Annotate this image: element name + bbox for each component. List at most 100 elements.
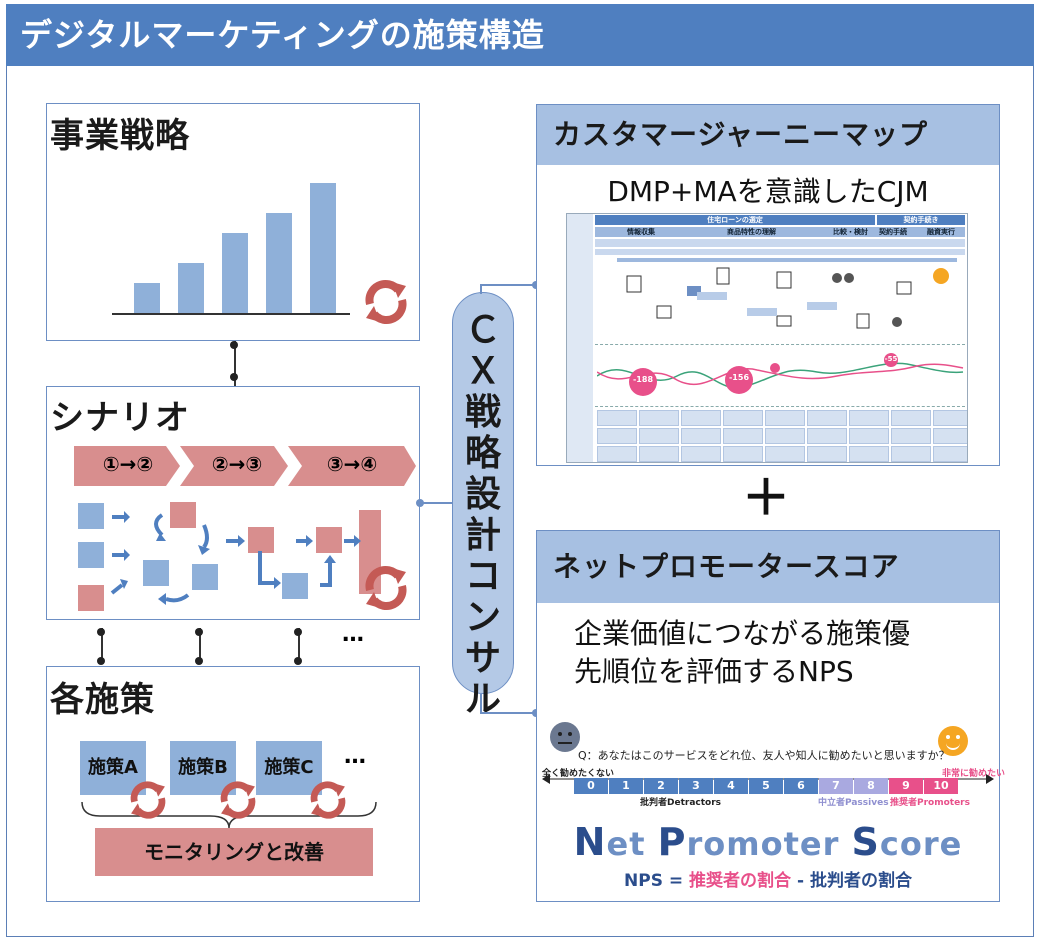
connector-dot — [294, 657, 302, 665]
flow-node — [248, 527, 274, 553]
flow-node — [143, 560, 169, 586]
connector-dot — [230, 341, 238, 349]
cjm-cell — [597, 410, 637, 426]
step-3: ③→④ — [326, 452, 378, 476]
nps-logo-et: et — [606, 825, 658, 863]
cjm-score: -156 — [728, 373, 750, 382]
cjm-cell — [891, 428, 931, 444]
strategy-title: 事業戦略 — [50, 116, 190, 156]
refresh-icon — [365, 280, 407, 324]
connector-line — [101, 628, 103, 664]
scenario-steps — [74, 446, 416, 486]
flow-node — [316, 527, 342, 553]
nps-logo-p: P — [657, 820, 687, 864]
connector-line — [199, 628, 201, 664]
connector-dot — [230, 373, 238, 381]
strategy-bar — [178, 263, 204, 313]
cjm-cell — [639, 428, 679, 444]
nps-scale-cell: 1 — [609, 778, 643, 794]
cjm-phase: 契約手続 — [879, 228, 907, 236]
cx-char: ン — [464, 597, 501, 638]
refresh-icon — [310, 781, 346, 819]
detractors-label: 批判者Detractors — [640, 798, 722, 808]
refresh-icon — [130, 781, 166, 819]
cjm-phase: 情報収集 — [627, 228, 655, 236]
plus-sign: ＋ — [741, 470, 790, 526]
nps-high-label: 非常に勧めたい — [942, 769, 1006, 779]
cjm-cell — [597, 428, 637, 444]
cx-char: サ — [464, 638, 501, 679]
cx-char: 戦 — [464, 392, 501, 433]
cjm-phase: 比較・検討 — [833, 228, 868, 236]
flow-node — [78, 503, 104, 529]
connector-dot — [97, 628, 105, 636]
cjm-cell — [681, 410, 721, 426]
cx-char: コ — [464, 556, 501, 597]
nps-logo-romoter: romoter — [686, 825, 852, 863]
flow-arrows — [110, 511, 361, 605]
formula-promoters: 推奨者の割合 — [689, 871, 792, 891]
nps-logo-s: S — [851, 820, 880, 864]
cjm-cell — [849, 410, 889, 426]
cjm-cell — [849, 446, 889, 462]
cjm-cell — [765, 428, 805, 444]
cx-char: Ｃ — [464, 310, 501, 351]
cjm-cell — [891, 410, 931, 426]
nps-formula: NPS = 推奨者の割合 - 批判者の割合 — [536, 866, 1000, 891]
cjm-cell — [681, 446, 721, 462]
cjm-cell — [807, 446, 847, 462]
nps-scale-cell: 0 — [574, 778, 608, 794]
cjm-header-right: 契約手続き — [877, 215, 965, 225]
ellipsis: … — [342, 622, 364, 647]
cjm-phase: 商品特性の理解 — [727, 228, 776, 236]
nps-question: Q：あなたはこのサービスをどれ位、友人や知人に勧めたいと思いますか？ — [578, 749, 950, 762]
promoters-label: 推奨者Promoters — [890, 798, 970, 808]
smile-face-icon — [938, 726, 968, 756]
nps-scale-cell: 7 — [819, 778, 853, 794]
nps-scale-cell: 5 — [749, 778, 783, 794]
cjm-cell — [933, 446, 967, 462]
connector-line — [480, 694, 482, 714]
cjm-cell — [765, 446, 805, 462]
cjm-touchpoints — [626, 267, 949, 329]
page-title: デジタルマーケティングの施策構造 — [6, 4, 1034, 66]
passives-label: 中立者Passives — [818, 798, 889, 808]
cx-char: 設 — [464, 474, 501, 515]
connector-dot — [195, 628, 203, 636]
cjm-cell — [639, 446, 679, 462]
connector-line — [480, 284, 536, 286]
strategy-bar — [266, 213, 292, 313]
cjm-cell — [933, 428, 967, 444]
connector-line — [298, 628, 300, 664]
measure-b: 施策B — [170, 741, 236, 795]
refresh-icon — [365, 566, 407, 610]
cjm-subtitle: DMP+MAを意識したCJM — [607, 175, 929, 208]
monitoring-box: モニタリングと改善 — [95, 828, 373, 876]
cjm-phase: 融資実行 — [927, 228, 955, 236]
nps-low-label: 全く勧めたくない — [542, 769, 615, 779]
cjm-score: -55 — [884, 355, 898, 363]
flow-node — [78, 585, 104, 611]
connector-line — [234, 341, 236, 386]
step-1: ①→② — [102, 452, 154, 476]
cjm-cell — [807, 428, 847, 444]
cjm-cell — [639, 410, 679, 426]
cjm-title: カスタマージャーニーマップ — [537, 105, 999, 165]
cjm-cell — [723, 428, 763, 444]
strategy-bar — [310, 183, 336, 313]
scenario-title: シナリオ — [50, 398, 190, 438]
measure-a: 施策A — [80, 741, 146, 795]
cjm-header-main: 住宅ローンの選定 — [595, 215, 875, 225]
cjm-emotion-curve — [597, 353, 964, 396]
chart-baseline — [112, 313, 350, 315]
refresh-icon — [220, 781, 256, 819]
formula-minus: - — [791, 871, 810, 891]
flow-node — [78, 542, 104, 568]
strategy-bar — [222, 233, 248, 313]
nps-scale-cell: 8 — [854, 778, 888, 794]
nps-scale-cell: 2 — [644, 778, 678, 794]
cjm-cell — [933, 410, 967, 426]
connector-line — [480, 712, 536, 714]
measures-title: 各施策 — [50, 680, 155, 720]
